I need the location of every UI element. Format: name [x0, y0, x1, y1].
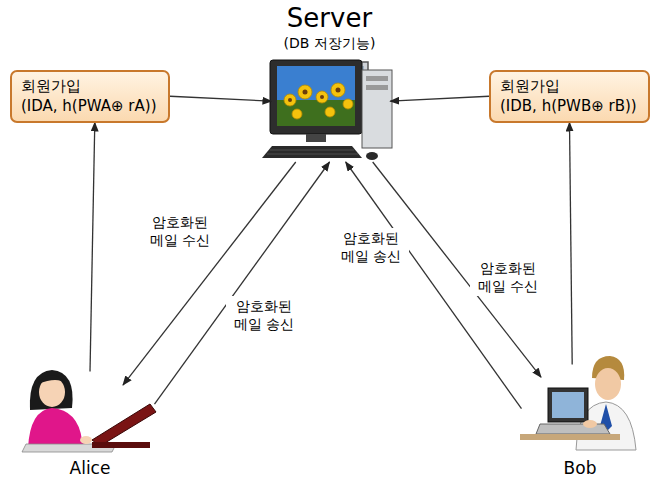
signup-box: 회원가입(IDA, h(PWA⊕ rA)): [10, 70, 170, 123]
node-title: Bob: [515, 458, 645, 478]
bob-figure: [520, 356, 636, 450]
node-title: Alice: [15, 458, 165, 478]
server-computer: [262, 60, 392, 160]
node-text: (IDB, h(PWB⊕ rB)): [500, 96, 639, 116]
arrow-connector: [155, 162, 330, 404]
signup-box: 회원가입(IDB, h(PWB⊕ rB)): [489, 70, 650, 123]
arrow-connector: [390, 96, 489, 101]
node-title: Server: [262, 2, 397, 35]
edge-label: 암호화된 메일 송신: [226, 296, 302, 334]
edge-label: 암호화된 메일 송신: [333, 228, 409, 266]
node-title: 회원가입: [500, 76, 639, 96]
alice-figure: [22, 370, 156, 452]
arrow-connector: [570, 123, 573, 365]
server-node: Server(DB 저장기능): [262, 2, 397, 162]
node-title: 회원가입: [21, 76, 159, 96]
edge-label: 암호화된 메일 수신: [142, 212, 218, 250]
node-text: (IDA, h(PWA⊕ rA)): [21, 96, 159, 116]
edge-label: 암호화된 메일 수신: [470, 258, 546, 296]
arrow-connector: [170, 96, 271, 101]
user-figure: Alice: [15, 366, 165, 478]
user-figure: Bob: [515, 352, 645, 478]
arrow-connector: [123, 162, 296, 385]
arrow-connector: [90, 123, 95, 372]
node-text: (DB 저장기능): [262, 35, 397, 53]
